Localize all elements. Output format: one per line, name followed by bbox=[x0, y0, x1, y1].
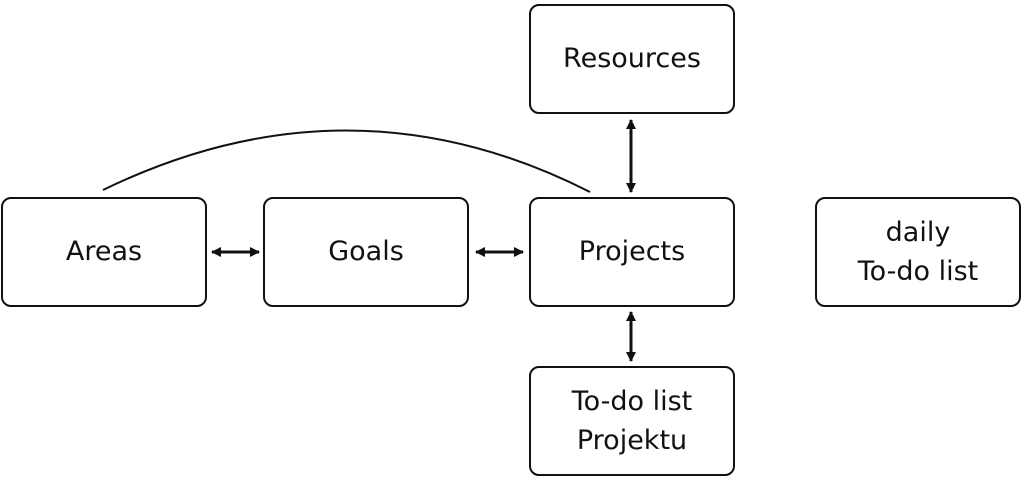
node-todo-label-line2: Projektu bbox=[576, 425, 688, 456]
node-projects-label: Projects bbox=[578, 236, 686, 268]
node-goals-label: Goals bbox=[328, 236, 404, 268]
node-todo-label-line1: To-do list bbox=[571, 385, 693, 417]
node-areas: Areas bbox=[1, 197, 207, 307]
node-resources: Resources bbox=[529, 4, 735, 114]
node-projects: Projects bbox=[529, 197, 735, 307]
node-daily-label-line2: To-do list bbox=[857, 256, 979, 287]
node-todo-projektu: To-do list Projektu bbox=[529, 366, 735, 476]
edge-areas-projects-arc bbox=[102, 129, 591, 193]
node-goals: Goals bbox=[263, 197, 469, 307]
node-daily-label-line1: daily bbox=[885, 216, 951, 248]
node-daily-todo: daily To-do list bbox=[815, 197, 1021, 307]
node-areas-label: Areas bbox=[65, 236, 143, 268]
node-resources-label: Resources bbox=[563, 43, 701, 75]
